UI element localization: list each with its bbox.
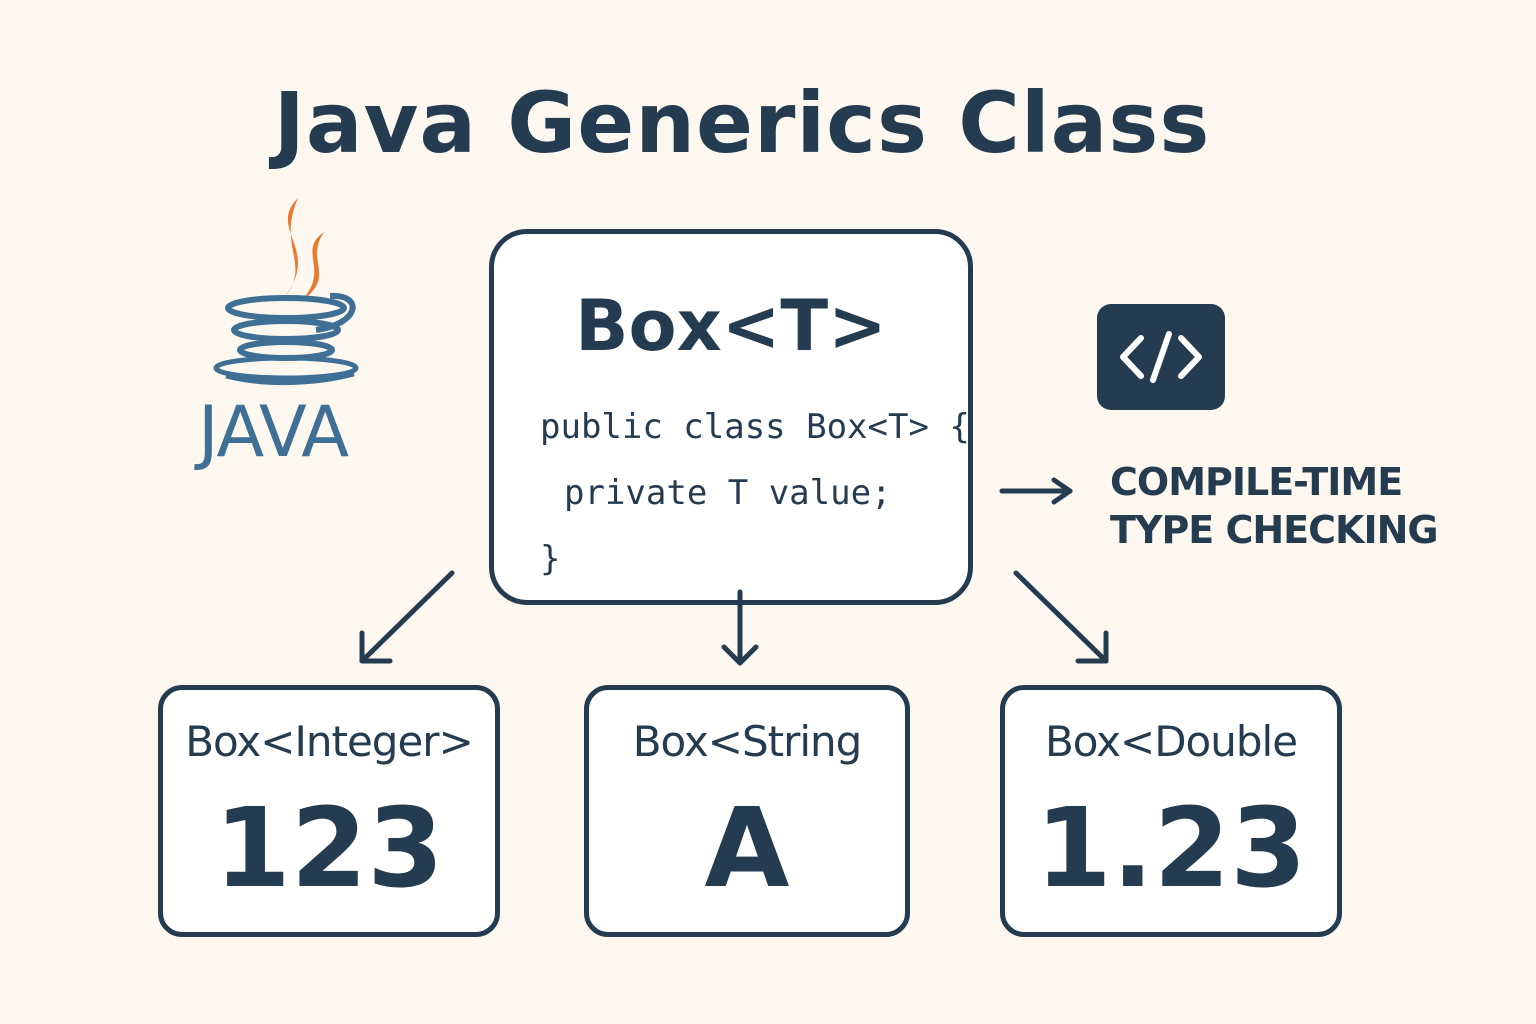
note-line-2: TYPE CHECKING xyxy=(1110,508,1439,552)
string-box-label: Box<String xyxy=(632,717,863,766)
arrow-to-double-box xyxy=(1013,570,1109,664)
string-box-value: A xyxy=(704,784,790,912)
double-box-value: 1.23 xyxy=(1035,784,1307,912)
arrow-to-string-box xyxy=(721,589,759,666)
code-line-class-declaration: public class Box<T> { xyxy=(540,407,970,447)
generic-class-box: Box<T> public class Box<T> { private T v… xyxy=(489,229,973,605)
code-brackets-icon xyxy=(1097,304,1225,410)
java-flame-small xyxy=(300,232,324,302)
code-line-closing-brace: } xyxy=(540,539,561,579)
integer-box: Box<Integer> 123 xyxy=(158,685,500,937)
string-box: Box<String A xyxy=(584,685,910,937)
double-box-label: Box<Double xyxy=(1044,717,1298,766)
java-logo-text: JAVA xyxy=(198,391,349,473)
page-title: Java Generics Class xyxy=(273,74,1211,172)
java-flame-large xyxy=(282,198,298,300)
integer-box-label: Box<Integer> xyxy=(185,717,474,766)
code-line-field: private T value; xyxy=(564,473,892,513)
note-line-1: COMPILE-TIME xyxy=(1110,460,1403,504)
integer-box-value: 123 xyxy=(214,784,444,912)
arrow-to-note xyxy=(999,477,1073,505)
java-logo-icon xyxy=(213,198,359,386)
arrow-to-integer-box xyxy=(359,570,455,664)
generic-class-title: Box<T> xyxy=(575,285,887,367)
compile-time-note: COMPILE-TIME TYPE CHECKING xyxy=(1110,458,1510,554)
double-box: Box<Double 1.23 xyxy=(1000,685,1342,937)
